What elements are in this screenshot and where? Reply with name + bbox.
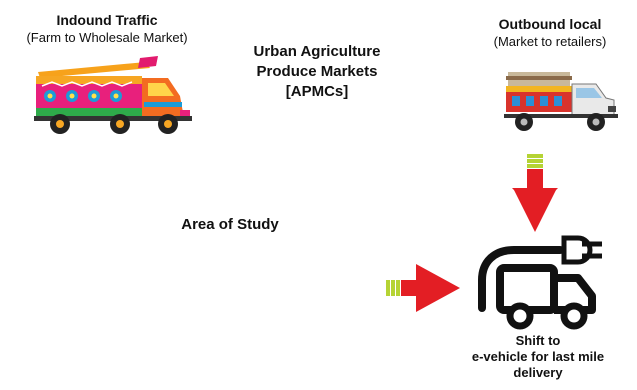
shift-to-ev-label: Shift to e-vehicle for last mile deliver… — [448, 333, 628, 381]
red-down-arrow-icon — [512, 154, 558, 232]
inbound-subtitle: (Farm to Wholesale Market) — [26, 30, 188, 45]
outbound-title: Outbound local — [498, 16, 602, 32]
inbound-traffic-label: Indound Traffic (Farm to Wholesale Marke… — [2, 12, 212, 46]
shift-line1: Shift to — [515, 333, 561, 348]
inbound-title: Indound Traffic — [56, 12, 158, 28]
outbound-local-label: Outbound local (Market to retailers) — [470, 16, 630, 50]
area-of-study-label: Area of Study — [181, 216, 279, 233]
red-right-arrow-icon — [386, 264, 460, 312]
apmc-title-line3: [APMCs] — [285, 83, 349, 100]
shift-line2: e-vehicle for last mile — [471, 349, 605, 364]
shift-line3: delivery — [513, 365, 563, 380]
decorated-pickup-truck-icon — [504, 72, 618, 131]
electric-delivery-truck-icon — [478, 235, 602, 330]
decorated-truck-icon — [34, 56, 192, 134]
apmc-title-line2: Produce Markets — [256, 63, 378, 80]
apmc-title-line1: Urban Agriculture — [253, 43, 381, 60]
outbound-subtitle: (Market to retailers) — [493, 34, 607, 49]
apmc-title: Urban Agriculture Produce Markets [APMCs… — [222, 42, 412, 102]
